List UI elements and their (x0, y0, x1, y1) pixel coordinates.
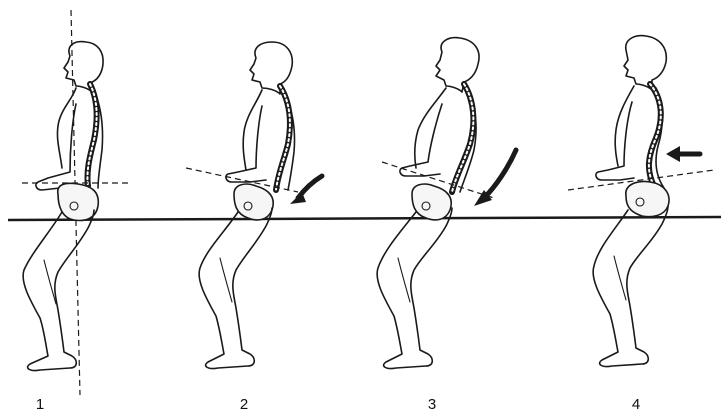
figure-3 (377, 38, 516, 369)
ground-line (8, 217, 721, 220)
arrow-down-left-icon (484, 150, 516, 198)
figure-2 (186, 42, 322, 369)
figure-label-1: 1 (30, 396, 50, 413)
figure-label-2: 2 (234, 396, 254, 413)
figure-4 (568, 36, 714, 367)
figure-label-3: 3 (422, 396, 442, 413)
figure-1 (22, 10, 128, 395)
figure-label-4: 4 (626, 396, 646, 413)
